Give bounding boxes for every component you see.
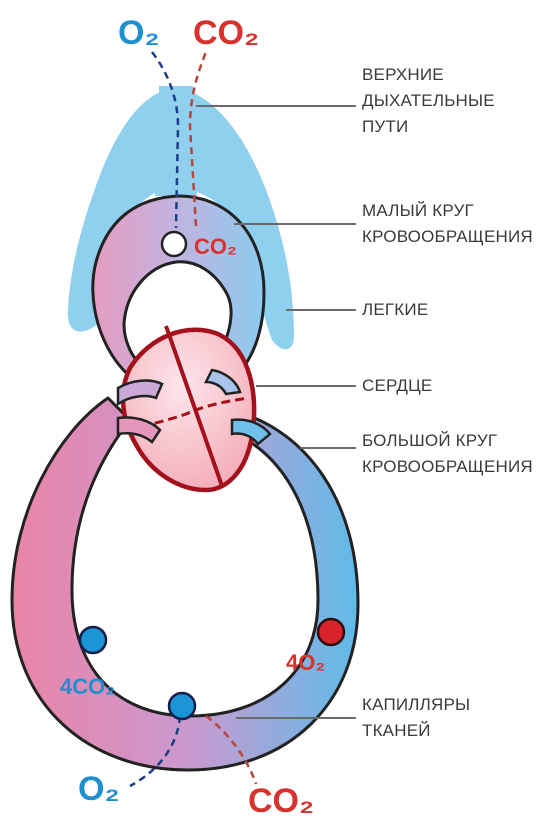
o2-bottom-text: O₂ bbox=[78, 770, 120, 808]
o2-bubble-capillary bbox=[169, 693, 195, 719]
o2-bubble-lungs bbox=[162, 232, 186, 256]
co2-lungs-text: CO₂ bbox=[194, 234, 237, 259]
o2-bubble-tissue bbox=[318, 619, 344, 645]
heart-label: СЕРДЦЕ bbox=[362, 373, 432, 399]
lungs-label: ЛЕГКИЕ bbox=[362, 297, 428, 323]
co2-top-text: CO₂ bbox=[193, 14, 259, 52]
heart-body bbox=[123, 330, 254, 490]
tissue-4o2-text: 4O₂ bbox=[286, 650, 325, 675]
heart bbox=[123, 326, 254, 490]
o2-top-text: O₂ bbox=[118, 14, 160, 52]
upper-airways-label: ВЕРХНИЕ ДЫХАТЕЛЬНЫЕ ПУТИ bbox=[362, 62, 495, 140]
co2-bubble-tissue bbox=[80, 627, 106, 653]
pulmonary-circulation-label: МАЛЫЙ КРУГ КРОВООБРАЩЕНИЯ bbox=[362, 198, 533, 250]
tissue-4co2-text: 4CO₂ bbox=[60, 674, 115, 699]
tissue-capillaries-label: КАПИЛЛЯРЫ ТКАНЕЙ bbox=[362, 692, 470, 744]
co2-bottom-text: CO₂ bbox=[248, 782, 314, 820]
systemic-circulation-label: БОЛЬШОЙ КРУГ КРОВООБРАЩЕНИЯ bbox=[362, 428, 533, 480]
